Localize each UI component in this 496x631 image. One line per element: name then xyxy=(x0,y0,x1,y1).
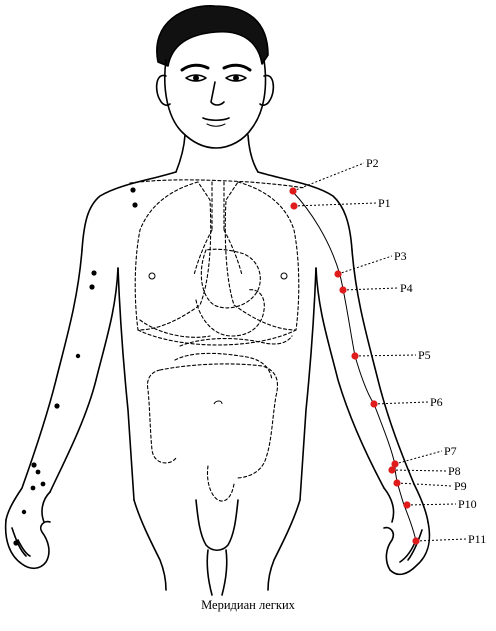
label-p10: P10 xyxy=(458,497,477,511)
head-outline xyxy=(163,59,267,149)
nose xyxy=(210,81,225,106)
right-eyebrow xyxy=(222,63,252,72)
left-arm-inner xyxy=(49,267,119,493)
leader-line-p10 xyxy=(406,503,457,506)
left-pupil xyxy=(193,75,200,82)
small-intestine xyxy=(174,352,273,381)
colon xyxy=(146,363,279,479)
label-p9: P9 xyxy=(454,479,467,493)
trachea xyxy=(193,181,243,276)
point-p9 xyxy=(393,479,401,487)
right-nipple xyxy=(280,272,288,280)
label-p5: P5 xyxy=(418,348,431,362)
hair xyxy=(156,5,269,67)
point-p8 xyxy=(388,466,396,474)
torso-left xyxy=(117,267,135,501)
label-p3: P3 xyxy=(394,249,407,263)
label-p6: P6 xyxy=(430,395,443,409)
leader-line-p8 xyxy=(391,469,447,472)
point-p5 xyxy=(351,352,359,360)
leader-line-p4 xyxy=(342,287,399,291)
leader-line-p1 xyxy=(293,202,377,207)
diaphragm xyxy=(137,329,297,346)
point-p3 xyxy=(334,270,342,278)
groin xyxy=(195,499,239,552)
left-ear xyxy=(155,74,171,106)
left-shoulder xyxy=(81,171,177,251)
leader-line-p9 xyxy=(396,482,453,487)
lower-lip xyxy=(206,123,226,127)
label-p4: P4 xyxy=(400,281,413,295)
leader-line-p6 xyxy=(373,401,429,405)
point-p10 xyxy=(403,501,411,509)
right-arm-outer xyxy=(351,249,429,523)
left-eyebrow xyxy=(180,63,210,72)
heart xyxy=(200,248,261,309)
stomach xyxy=(195,289,265,337)
neck xyxy=(175,134,259,173)
left-hand xyxy=(4,491,51,570)
point-p2 xyxy=(289,187,297,195)
meridian-path xyxy=(292,191,417,542)
inner-leg xyxy=(206,549,228,596)
label-p2: P2 xyxy=(366,156,379,170)
left-eye xyxy=(185,74,207,82)
black-dot xyxy=(13,540,19,546)
navel xyxy=(213,400,223,405)
black-dot xyxy=(130,187,136,193)
torso-right xyxy=(299,267,317,501)
rectum xyxy=(206,465,235,502)
left-lung xyxy=(134,181,212,331)
hip-right xyxy=(267,499,301,591)
black-dot xyxy=(40,481,46,487)
right-hand xyxy=(383,487,431,576)
right-eye xyxy=(225,74,247,82)
black-dot xyxy=(21,509,27,515)
label-p11: P11 xyxy=(468,532,486,546)
point-p1 xyxy=(290,202,298,210)
label-p1: P1 xyxy=(378,196,391,210)
liver xyxy=(139,319,211,338)
black-dot xyxy=(31,462,37,468)
leader-line-p11 xyxy=(415,538,467,542)
black-dot xyxy=(132,202,138,208)
point-p11 xyxy=(412,537,420,545)
black-dot xyxy=(91,270,97,276)
black-dot xyxy=(89,284,95,290)
mouth xyxy=(202,117,230,122)
label-p8: P8 xyxy=(448,464,461,478)
left-nipple xyxy=(148,272,156,280)
leader-line-p5 xyxy=(354,354,417,357)
label-p7: P7 xyxy=(444,444,457,458)
pancreas xyxy=(179,335,293,347)
figure-caption: Меридиан легких xyxy=(201,598,295,612)
left-arm-outer xyxy=(5,249,83,521)
point-p6 xyxy=(370,400,378,408)
right-ear xyxy=(259,74,275,106)
right-shoulder xyxy=(257,171,353,251)
black-dot xyxy=(54,403,60,409)
black-dot xyxy=(30,485,36,491)
right-arm-inner xyxy=(315,267,385,489)
hip-left xyxy=(133,499,167,591)
point-p4 xyxy=(339,286,347,294)
leader-line-p2 xyxy=(292,162,365,192)
black-dot xyxy=(75,353,81,359)
right-pupil xyxy=(233,75,240,82)
collarbone-line xyxy=(129,179,306,189)
point-p7 xyxy=(391,460,399,468)
black-dot xyxy=(35,469,41,475)
leader-line-p7 xyxy=(394,450,443,465)
leader-line-p3 xyxy=(337,255,393,275)
